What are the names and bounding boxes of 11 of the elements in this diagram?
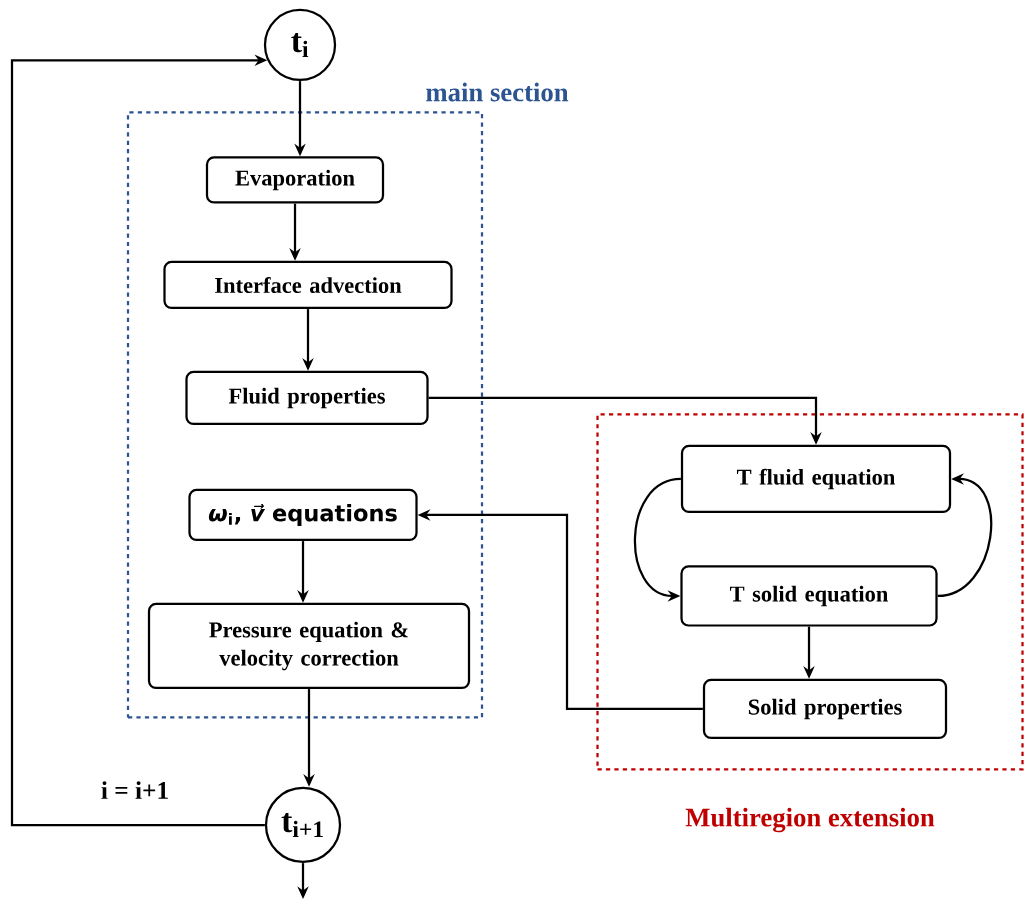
edge-label: i = i+1 [99, 779, 171, 801]
process-box: T solid equation [680, 565, 938, 627]
process-box: Pressure equation & velocity correction [147, 602, 471, 690]
process-box: Fluid properties [185, 370, 429, 426]
process-box: ω$_{i}$, v⃗ equations [188, 488, 418, 542]
process-box: T fluid equation [680, 444, 952, 514]
group-heading: Multiregion extension [683, 806, 937, 834]
process-box: Interface advection [163, 260, 453, 310]
process-box: Solid properties [702, 678, 948, 740]
process-box: Evaporation [205, 156, 385, 204]
group-heading: main section [424, 81, 570, 103]
